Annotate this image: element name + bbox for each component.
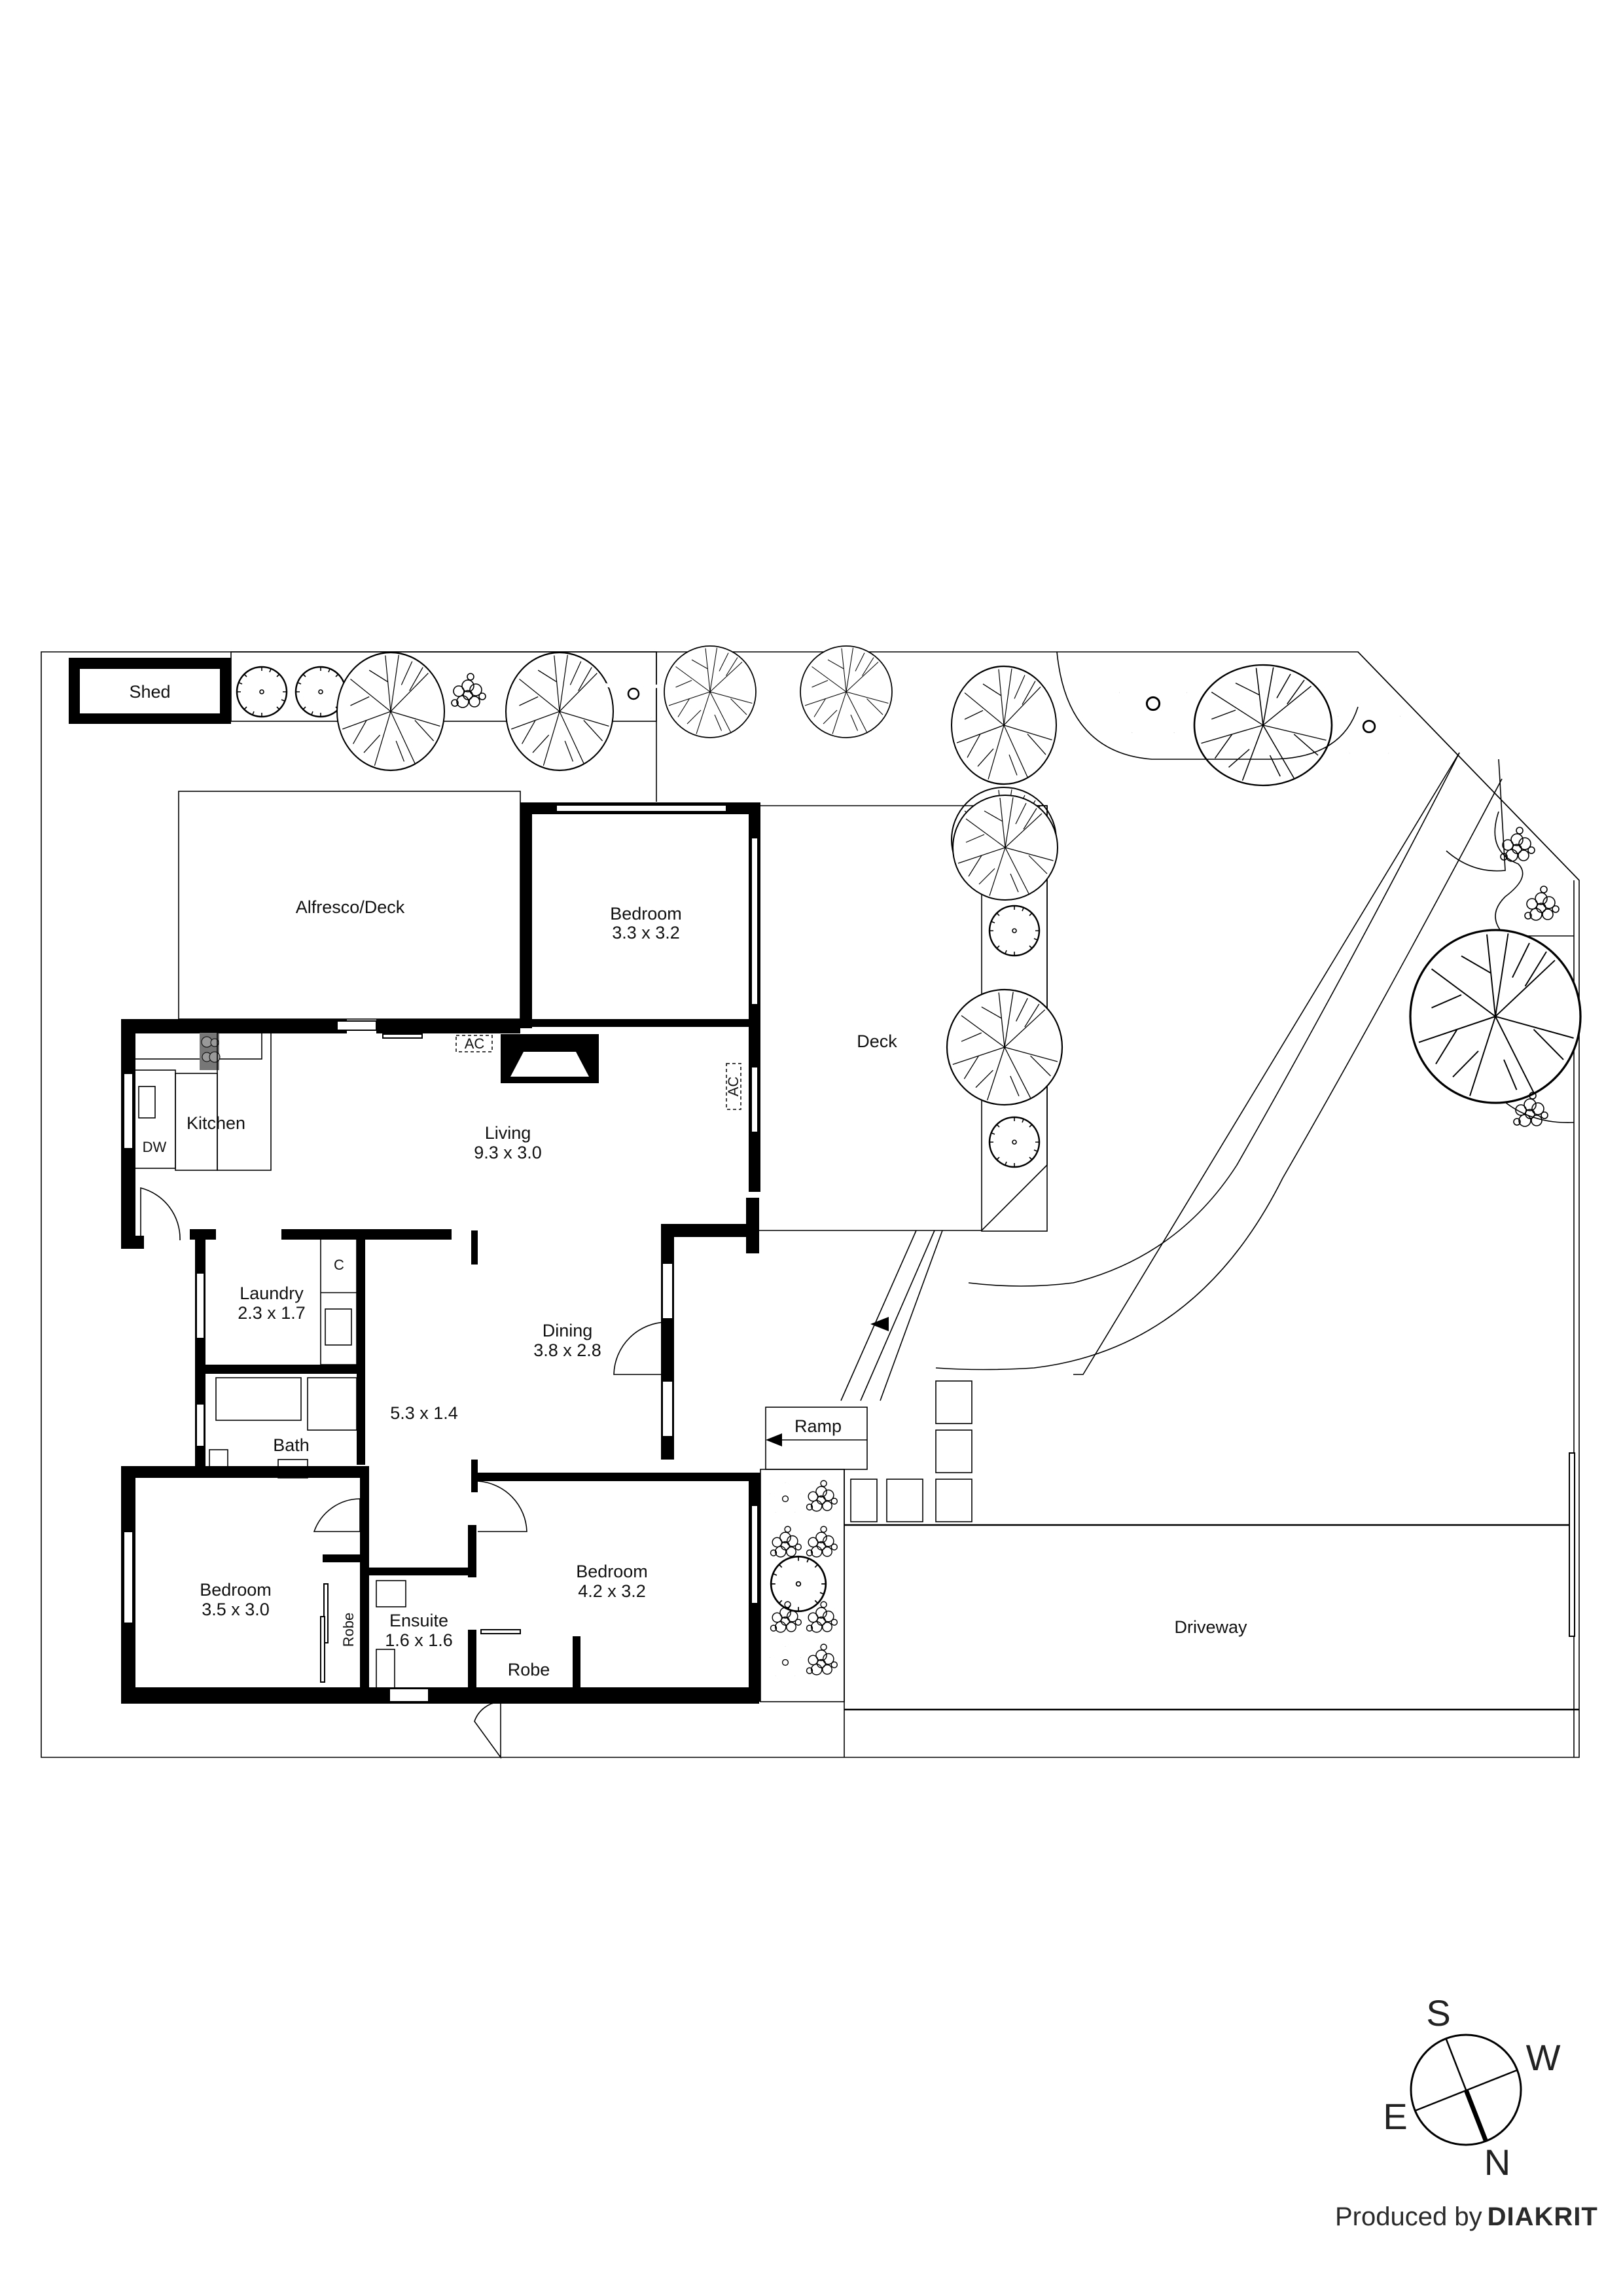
planting-east	[768, 1480, 838, 1677]
alfresco-label: Alfresco/Deck	[296, 897, 405, 917]
brand-logo: DIAKRIT	[1487, 2202, 1598, 2231]
compass: S W E N	[1383, 1992, 1560, 2183]
ensuite-label: Ensuite	[389, 1611, 448, 1630]
ac-unit-side: AC	[725, 1077, 741, 1097]
house-walls: AC AC	[121, 802, 760, 1704]
bedroom-main-robe-label: Robe	[508, 1660, 550, 1679]
living-label: Living	[485, 1123, 531, 1143]
driveway-label: Driveway	[1174, 1617, 1247, 1637]
bedroom-west-robe-label: Robe	[340, 1613, 357, 1647]
ramp-label: Ramp	[794, 1416, 842, 1436]
bath-fittings	[209, 1377, 357, 1479]
dining-label: Dining	[543, 1321, 593, 1340]
kitchen-fittings: DW	[134, 1032, 272, 1171]
driveway-path	[1357, 651, 1580, 881]
ramp: Ramp	[765, 1407, 868, 1470]
garden-trees-right	[1409, 827, 1582, 1127]
hall-size: 5.3 x 1.4	[390, 1403, 458, 1423]
compass-south: S	[1426, 1992, 1450, 2034]
ac-unit-top: AC	[465, 1035, 485, 1052]
deck-label: Deck	[857, 1031, 897, 1051]
doors	[140, 1187, 668, 1759]
credit-prefix: Produced by	[1335, 2202, 1482, 2231]
bedroom-west-label: Bedroom	[200, 1580, 272, 1600]
living-size: 9.3 x 3.0	[474, 1143, 542, 1162]
site-boundary	[41, 651, 1580, 1758]
bedroom-west-size: 3.5 x 3.0	[202, 1600, 270, 1619]
shed-label: Shed	[129, 682, 170, 702]
stepping-stones	[850, 1380, 972, 1522]
driveway: Driveway	[844, 1452, 1579, 1757]
deck-planters	[946, 794, 1063, 1168]
shed: Shed	[69, 658, 231, 724]
ensuite-size: 1.6 x 1.6	[385, 1630, 453, 1650]
bedroom-main-size: 4.2 x 3.2	[578, 1581, 646, 1601]
laundry-label: Laundry	[240, 1283, 304, 1303]
bedroom-north-size: 3.3 x 3.2	[612, 923, 680, 942]
bedroom-main-label: Bedroom	[576, 1562, 648, 1581]
laundry-size: 2.3 x 1.7	[238, 1303, 306, 1323]
bath-label: Bath	[273, 1435, 310, 1455]
compass-north: N	[1484, 2142, 1510, 2183]
dining-size: 3.8 x 2.8	[533, 1340, 601, 1360]
dishwasher-label: DW	[143, 1139, 167, 1155]
laundry-cupboard-label: C	[334, 1257, 344, 1273]
kitchen-label: Kitchen	[187, 1113, 245, 1133]
compass-west: W	[1526, 2037, 1561, 2078]
bedroom-north-label: Bedroom	[610, 904, 682, 924]
garden-trees-top	[236, 645, 1400, 893]
compass-east: E	[1383, 2096, 1407, 2137]
